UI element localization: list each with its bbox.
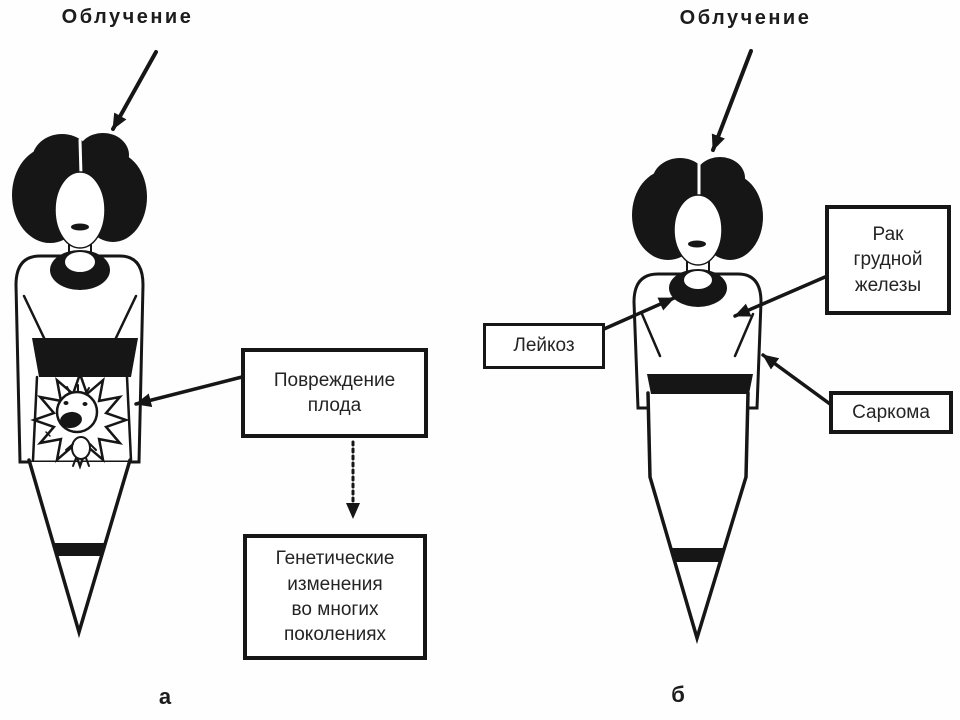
- label-line: поколениях: [283, 624, 387, 646]
- skirt-stripe: [54, 543, 104, 556]
- radiation-arrow-left: [111, 50, 158, 131]
- genetic-changes-label-box: Генетические изменения во многих поколен…: [243, 534, 427, 660]
- fetal-damage-label-box: Повреждение плода: [241, 348, 428, 438]
- waistband: [32, 338, 138, 377]
- leukemia-pointer-line: [602, 296, 676, 331]
- label-line: грудной: [853, 249, 923, 271]
- label-line: изменения: [287, 573, 383, 595]
- breast-cancer-pointer-arrow: [733, 275, 827, 318]
- label-line: Лейкоз: [513, 335, 575, 357]
- panel-letter-b: б: [671, 682, 685, 707]
- right-woman-figure: [632, 157, 763, 645]
- leukemia-label-box: Лейкоз: [483, 323, 605, 369]
- breast-cancer-label-box: Рак грудной железы: [825, 205, 951, 315]
- sarcoma-label-box: Саркома: [829, 391, 953, 434]
- fetus-starburst: [30, 370, 130, 470]
- mouth: [71, 223, 89, 231]
- panel-letter-a: а: [158, 684, 172, 709]
- fetus-pointer-arrow: [134, 375, 244, 408]
- label-line: Повреждение: [273, 369, 396, 391]
- left-woman-figure: [12, 133, 147, 639]
- label-line: Генетические: [275, 548, 395, 570]
- label-line: плода: [307, 395, 362, 416]
- waistband: [647, 374, 753, 394]
- radiation-arrow-right: [711, 49, 753, 152]
- skirt-stripe: [671, 548, 724, 562]
- irradiation-title-right: Облучение: [679, 7, 812, 29]
- label-line: во многих: [291, 599, 379, 620]
- irradiation-title-left: Облучение: [61, 6, 194, 28]
- sarcoma-pointer-arrow: [761, 353, 832, 406]
- label-line: Саркома: [852, 401, 930, 423]
- label-line: железы: [854, 274, 922, 296]
- hair: [12, 133, 147, 243]
- mouth: [688, 240, 706, 248]
- label-line: Рак: [872, 224, 904, 246]
